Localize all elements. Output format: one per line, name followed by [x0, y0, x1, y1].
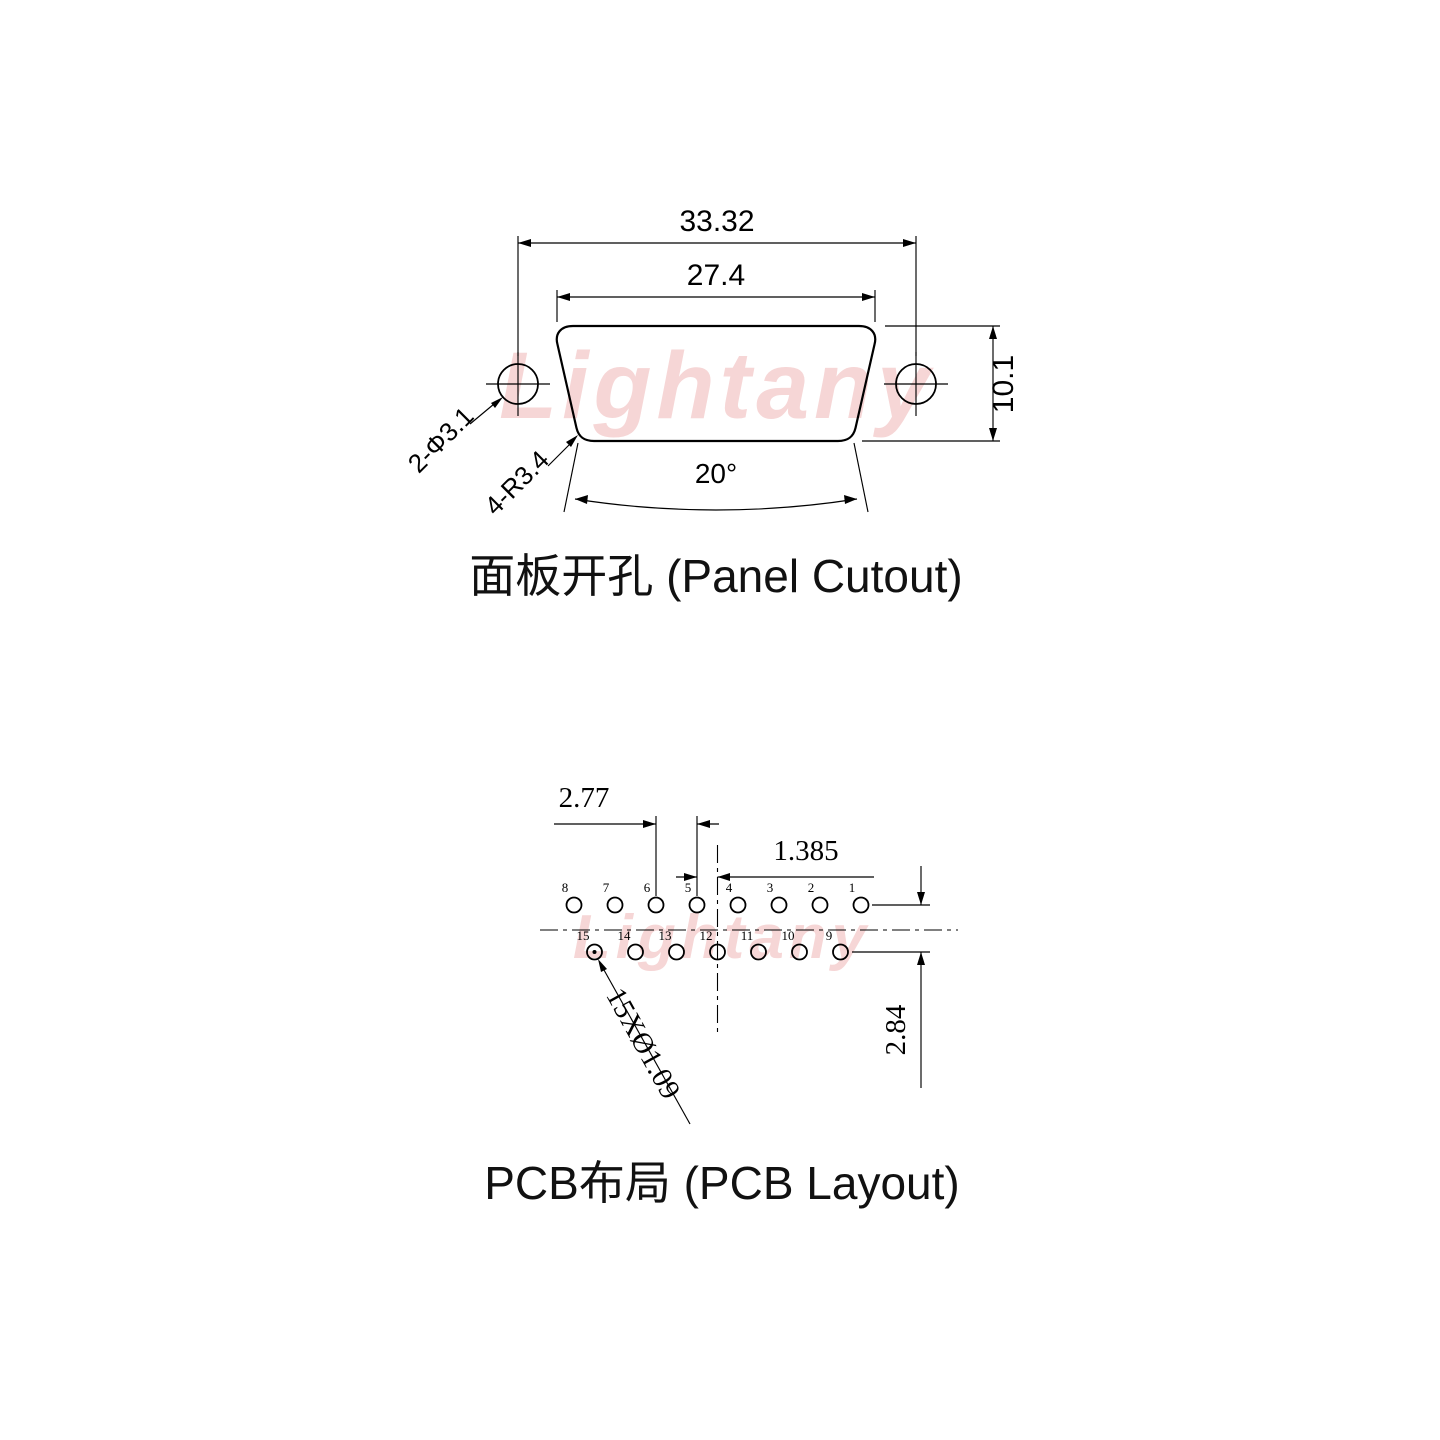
pin-label-14: 14 [618, 928, 632, 943]
dim-33-32-text: 33.32 [679, 205, 754, 238]
watermark-bottom: Lightany [573, 903, 871, 972]
mount-hole-right [884, 352, 948, 416]
pcb-hole-4 [729, 896, 747, 914]
dim-2-77-text: 2.77 [559, 782, 610, 814]
dim-1-385-arrow-right [717, 873, 730, 881]
dim-33-32-arrow-left [518, 239, 531, 247]
dim-27-4-arrow-right [862, 293, 875, 301]
pin-label-4: 4 [726, 880, 733, 895]
dim-27-4-text: 27.4 [687, 259, 745, 292]
pcb-hole-10 [791, 943, 808, 961]
pcb-hole-13 [668, 943, 685, 961]
pcb-hole-6 [647, 896, 665, 914]
dim-1-385-text: 1.385 [773, 835, 838, 867]
pin-label-3: 3 [767, 880, 774, 895]
pcb-hole-9 [832, 943, 849, 961]
angle-arc [574, 498, 858, 511]
pin-label-6: 6 [644, 880, 651, 895]
mount-holes-leader [469, 403, 495, 425]
pcb-hole-2 [811, 896, 829, 914]
angle-arrow-right [844, 495, 857, 504]
watermark-top: Lightany [499, 333, 935, 439]
pcb-layout-drawing: 8 7 6 5 4 3 2 1 15 14 13 12 11 10 9 [484, 782, 959, 1209]
pin-label-10: 10 [782, 928, 795, 943]
pcb-hole-11 [750, 943, 767, 961]
pcb-holes-bottom-row: 15 14 13 12 11 10 9 [577, 928, 849, 961]
pin-label-1: 1 [849, 880, 856, 895]
pcb-hole-7 [606, 896, 624, 914]
dim-27-4-arrow-left [557, 293, 570, 301]
dim-2-77-arrow-right [697, 820, 710, 828]
pcb-hole-8 [565, 896, 583, 914]
mount-holes-arrow [491, 397, 503, 408]
dsub-outline [555, 324, 877, 443]
mount-holes-text: 2-Φ3.1 [402, 401, 480, 479]
pcb-holes-top-row: 8 7 6 5 4 3 2 1 [562, 880, 870, 914]
mount-hole-left [486, 352, 550, 416]
hole-spec-leader [603, 969, 691, 1125]
dim-2-77: 2.77 [554, 782, 719, 896]
dim-33-32-arrow-right [903, 239, 916, 247]
panel-title: 面板开孔 (Panel Cutout) [469, 550, 962, 602]
dim-33-32: 33.32 [517, 205, 917, 356]
dim-10-1-arrow-top [989, 326, 997, 339]
label-corner-radius: 4-R3.4 [478, 435, 578, 521]
hole-spec-text: 15XØ1.09 [599, 983, 686, 1105]
pin-label-9: 9 [826, 928, 833, 943]
dim-10-1-arrow-bottom [989, 428, 997, 441]
label-mount-holes: 2-Φ3.1 [402, 397, 503, 479]
pin-label-7: 7 [603, 880, 610, 895]
pin-label-8: 8 [562, 880, 569, 895]
corner-radius-text: 4-R3.4 [478, 444, 554, 520]
pin-label-11: 11 [741, 928, 754, 943]
corner-radius-leader [547, 443, 571, 467]
pcb-title: PCB布局 (PCB Layout) [484, 1157, 959, 1209]
dim-1-385-arrow-left [684, 873, 697, 881]
angle-ext-left [563, 442, 579, 513]
watermark-group: Lightany Lightany [499, 333, 935, 972]
pcb-hole-14 [627, 943, 644, 961]
pcb-hole-1 [852, 896, 870, 914]
pin-label-15: 15 [577, 928, 590, 943]
dim-27-4: 27.4 [556, 259, 876, 322]
pcb-hole-5 [688, 896, 706, 914]
hole-spec-callout: 15XØ1.09 [598, 959, 691, 1125]
pcb-hole-15 [586, 943, 603, 961]
dim-2-84-text: 2.84 [880, 1004, 912, 1055]
corner-radius-arrow [566, 435, 578, 447]
dim-2-77-arrow-left [643, 820, 656, 828]
angle-arrow-left [575, 495, 588, 504]
dim-1-385: 1.385 [676, 835, 874, 881]
pcb-hole-15-center-dot [592, 950, 597, 954]
pcb-hole-12 [709, 943, 726, 961]
angle-ext-right [853, 442, 869, 513]
angle-20-annotation: 20° [563, 442, 869, 513]
hole-spec-arrow [598, 959, 607, 972]
dim-10-1: 10.1 [862, 325, 1020, 442]
pcb-hole-3 [770, 896, 788, 914]
dim-2-84-arrow-top [917, 892, 925, 905]
dim-2-84-arrow-bottom [917, 952, 925, 965]
pin-label-13: 13 [659, 928, 672, 943]
pin-label-5: 5 [685, 880, 692, 895]
pin-label-2: 2 [808, 880, 815, 895]
angle-20-text: 20° [695, 458, 737, 489]
dim-10-1-text: 10.1 [987, 355, 1020, 413]
dim-2-84: 2.84 [852, 866, 930, 1088]
pin-label-12: 12 [700, 928, 713, 943]
